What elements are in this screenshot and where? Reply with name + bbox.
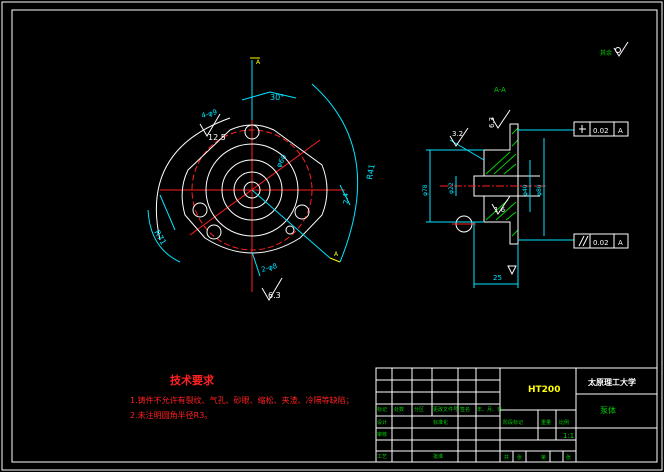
- datum-triangle: [507, 265, 517, 276]
- ring-inner: [233, 171, 271, 209]
- tb-scale: 1:1: [563, 432, 574, 440]
- leader-rough-a: [449, 139, 485, 161]
- radius-dim-arc: [311, 83, 359, 263]
- bolt-hole-1: [244, 124, 260, 140]
- tb-mark-5: 年、月、日: [477, 406, 502, 413]
- sec-rough-a: 3.2: [452, 130, 463, 138]
- dim-angle: 30°: [270, 93, 284, 102]
- notes-line-2: 2.未注明圆角半径R3。: [130, 410, 212, 420]
- sec-rough-c: 1.6: [494, 206, 506, 214]
- tol-frame-bot: 0.02 A: [573, 233, 629, 249]
- tb-mark-2: 分区: [414, 406, 424, 413]
- sec-dia-right: φ80: [536, 184, 543, 196]
- sec-dia-bore: φ22: [448, 182, 455, 194]
- notes-line-1: 1.铸件不允许有裂纹、气孔、砂眼、缩松、夹渣、冷隔等缺陷；: [130, 395, 354, 405]
- section-label: A-A: [494, 86, 506, 94]
- angle-leader: [241, 91, 297, 101]
- tb-mark-0: 标记: [377, 406, 387, 413]
- pin-hole: [285, 225, 295, 235]
- tb-review-0: 审核: [377, 431, 387, 438]
- sec-rough-b: 6.3: [488, 117, 496, 128]
- tb-design-3: 标准化: [433, 419, 448, 426]
- section-view: A-A: [422, 86, 629, 288]
- leader-left: [159, 194, 176, 231]
- tb-sheet-1: 张: [517, 454, 522, 461]
- leader-bottom: [251, 251, 261, 277]
- body-outline: [181, 124, 328, 254]
- other-roughness-circle: [615, 47, 621, 53]
- sec-rough-symbol-b: [491, 109, 511, 129]
- tol-top-value: 0.02: [593, 127, 609, 135]
- r-left-arc: [147, 209, 181, 263]
- tb-part-name: 泵体: [600, 405, 616, 415]
- ring-mid: [221, 159, 283, 221]
- tb-design-0: 设计: [377, 419, 387, 426]
- tol-top-ref: A: [618, 127, 623, 135]
- bolt-hole-2: [192, 202, 208, 218]
- sec-len: 25: [493, 274, 502, 282]
- tb-sheet-2: 第: [541, 454, 546, 461]
- ring-outer: [205, 143, 299, 237]
- notes-heading: 技术要求: [170, 373, 215, 387]
- body-outer-arc: [155, 117, 231, 241]
- tb-mark-3: 更改文件号: [433, 406, 458, 413]
- inner-border: [11, 9, 658, 463]
- tb-material: HT200: [528, 385, 560, 395]
- tb-stage-mark: 阶段标记: [503, 419, 523, 426]
- rough-symbol-left: [199, 113, 221, 137]
- front-view: 30° 4-φ9 12.5 R41 R71 2-φ8 6.3 2.4 φ60 A…: [147, 57, 377, 301]
- tb-ratio: 比例: [559, 419, 569, 426]
- centerline-diag: [189, 139, 321, 236]
- tb-sheet-3: 张: [566, 454, 571, 461]
- bolt-hole-4: [294, 204, 310, 220]
- tb-process-3: 批准: [433, 453, 443, 460]
- section-mark-top: A: [256, 59, 261, 66]
- radius-dim-line: [251, 189, 331, 259]
- tb-sheet-0: 共: [504, 454, 509, 461]
- dim-rough-left: 12.5: [208, 133, 226, 142]
- leader-right-small: [339, 184, 351, 206]
- title-block: HT200 太原理工大学 泵体 1:1 标记 处数 分区 更改文件号 签名 年、…: [375, 367, 658, 463]
- tb-weight: 重量: [541, 419, 551, 426]
- dim-pitch-small: φ60: [275, 153, 289, 169]
- section-hatch-lower: [483, 195, 519, 245]
- sec-dia-outer: φ78: [422, 184, 429, 196]
- rough-symbol-bottom: [261, 277, 283, 301]
- sec-rough-symbol-c: [491, 195, 511, 215]
- dim-hole-top: 4-φ9: [200, 108, 218, 120]
- tech-notes: 技术要求 1.铸件不允许有裂纹、气孔、砂眼、缩松、夹渣、冷隔等缺陷； 2.未注明…: [130, 373, 354, 420]
- dim-radius-right: R41: [365, 163, 377, 180]
- sec-dia-mid: φ40: [522, 184, 529, 196]
- tb-mark-4: 签名: [460, 406, 470, 413]
- tol-bot-value: 0.02: [593, 239, 609, 247]
- dim-rough-bottom: 6.3: [268, 291, 281, 300]
- bolt-circle: [191, 129, 313, 251]
- tol-frame-top: 0.02 A: [573, 121, 629, 137]
- section-mark-bot: A: [334, 251, 339, 258]
- bore: [243, 181, 261, 199]
- hatch-lines: [485, 127, 519, 237]
- sec-rough-symbol-a: [449, 127, 469, 147]
- tol-bot-ref: A: [618, 239, 623, 247]
- section-cut-bot: [329, 257, 341, 263]
- section-outline: [473, 123, 519, 245]
- other-roughness-label: 其余: [600, 49, 612, 57]
- tb-school: 太原理工大学: [587, 377, 636, 387]
- dim-hole-bottom: 2-φ8: [260, 262, 278, 274]
- bolt-hole-3: [206, 224, 222, 240]
- dim-small-right: 2.4: [342, 192, 350, 204]
- tb-process-0: 工艺: [377, 454, 387, 460]
- tb-mark-1: 处数: [394, 406, 404, 413]
